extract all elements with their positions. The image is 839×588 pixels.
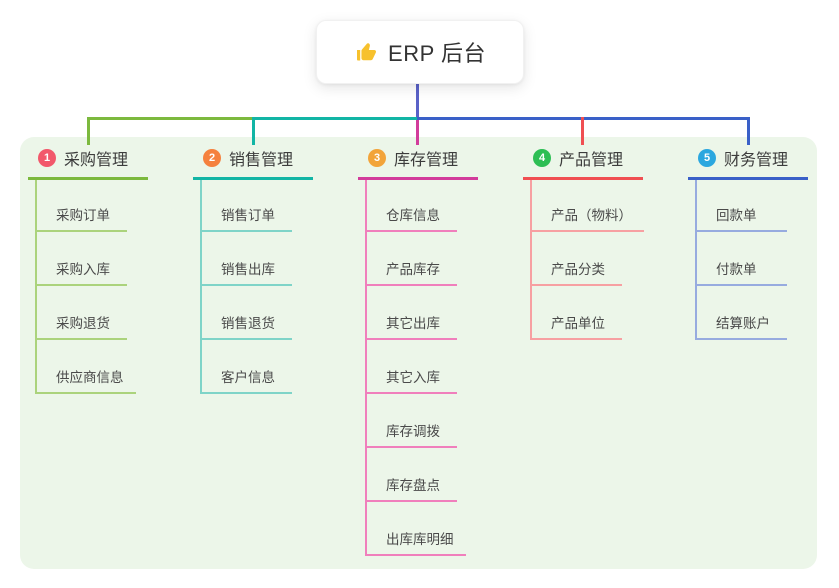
topic-node[interactable]: 采购入库	[37, 232, 127, 286]
root-node[interactable]: ERP 后台	[316, 20, 524, 84]
topic-node[interactable]: 产品库存	[367, 232, 457, 286]
topic-node[interactable]: 产品单位	[532, 286, 622, 340]
branch-children: 产品（物料） 产品分类 产品单位	[530, 180, 644, 340]
connector-drop-branch-5	[747, 117, 750, 145]
thumbs-up-icon	[357, 43, 377, 61]
topic-node[interactable]: 付款单	[697, 232, 787, 286]
branch-title: 采购管理	[64, 152, 129, 169]
topic-node[interactable]: 采购订单	[37, 180, 127, 232]
topic-node[interactable]: 其它出库	[367, 286, 457, 340]
branch-heading[interactable]: 3 库存管理	[358, 146, 478, 180]
topic-node[interactable]: 回款单	[697, 180, 787, 232]
topic-node[interactable]: 其它入库	[367, 340, 457, 394]
branch-sales: 2 销售管理 销售订单 销售出库 销售退货 客户信息	[193, 146, 313, 394]
branch-children: 回款单 付款单 结算账户	[695, 180, 787, 340]
branch-number-badge: 3	[368, 149, 386, 167]
branch-number-badge: 1	[38, 149, 56, 167]
branch-title: 财务管理	[724, 152, 789, 169]
branch-children: 采购订单 采购入库 采购退货 供应商信息	[35, 180, 136, 394]
connector-drop-branch-1	[87, 117, 90, 145]
branch-product: 4 产品管理 产品（物料） 产品分类 产品单位	[523, 146, 644, 340]
topic-node[interactable]: 仓库信息	[367, 180, 457, 232]
branch-title: 产品管理	[559, 152, 624, 169]
topic-node[interactable]: 销售订单	[202, 180, 292, 232]
branch-number-badge: 2	[203, 149, 221, 167]
topic-node[interactable]: 结算账户	[697, 286, 787, 340]
branch-finance: 5 财务管理 回款单 付款单 结算账户	[688, 146, 808, 340]
branch-title: 库存管理	[394, 152, 459, 169]
topic-node[interactable]: 客户信息	[202, 340, 292, 394]
topic-node[interactable]: 库存调拨	[367, 394, 457, 448]
connector-drop-branch-3	[416, 120, 419, 145]
topic-node[interactable]: 销售退货	[202, 286, 292, 340]
branch-purchase: 1 采购管理 采购订单 采购入库 采购退货 供应商信息	[28, 146, 148, 394]
branch-heading[interactable]: 5 财务管理	[688, 146, 808, 180]
branch-heading[interactable]: 2 销售管理	[193, 146, 313, 180]
branches-panel	[20, 137, 817, 569]
branch-children: 销售订单 销售出库 销售退货 客户信息	[200, 180, 292, 394]
connector-bus-segment-2	[252, 117, 417, 120]
branch-heading[interactable]: 4 产品管理	[523, 146, 643, 180]
topic-node[interactable]: 库存盘点	[367, 448, 457, 502]
branch-children: 仓库信息 产品库存 其它出库 其它入库 库存调拨 库存盘点 出库库明细	[365, 180, 466, 556]
branch-heading[interactable]: 1 采购管理	[28, 146, 148, 180]
topic-node[interactable]: 产品分类	[532, 232, 622, 286]
connector-drop-branch-2	[252, 117, 255, 145]
root-node-title: ERP 后台	[388, 41, 486, 66]
branch-inventory: 3 库存管理 仓库信息 产品库存 其它出库 其它入库 库存调拨 库存盘点 出库库…	[358, 146, 478, 556]
topic-node[interactable]: 采购退货	[37, 286, 127, 340]
branch-number-badge: 5	[698, 149, 716, 167]
connector-root-drop	[416, 82, 419, 117]
branch-title: 销售管理	[229, 152, 294, 169]
topic-node[interactable]: 出库库明细	[367, 502, 466, 556]
topic-node[interactable]: 销售出库	[202, 232, 292, 286]
topic-node[interactable]: 供应商信息	[37, 340, 136, 394]
connector-drop-branch-4	[581, 117, 584, 145]
connector-bus-segment-1	[87, 117, 253, 120]
topic-node[interactable]: 产品（物料）	[532, 180, 644, 232]
branch-number-badge: 4	[533, 149, 551, 167]
